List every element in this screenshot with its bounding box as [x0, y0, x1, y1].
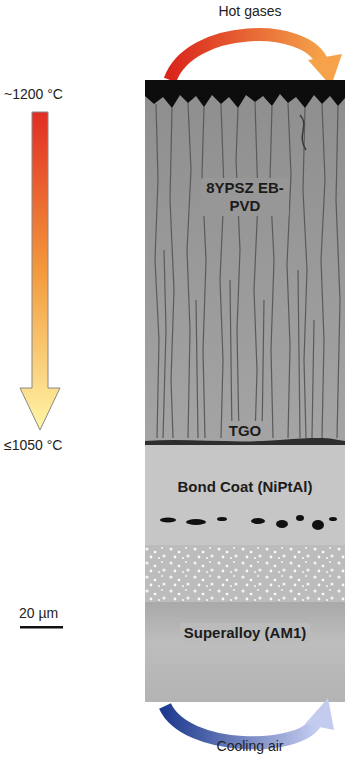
- coating-layer: 8YPSZ EB-PVD: [145, 100, 345, 422]
- flow-label: Hot gases: [218, 3, 281, 20]
- layer-label: Superalloy (AM1): [180, 623, 311, 643]
- temperature-label: ≤1050 °C: [4, 437, 62, 454]
- flow-label: Cooling air: [217, 738, 284, 755]
- coating-layer: Bond Coat (NiPtAl): [145, 447, 345, 507]
- temperature-label: ~1200 °C: [4, 86, 63, 103]
- coating-layer: Superalloy (AM1): [145, 603, 345, 700]
- scale-label: 20 µm: [19, 605, 58, 622]
- layer-label: TGO: [225, 421, 266, 441]
- coating-layer: TGO: [145, 421, 345, 440]
- layer-label: Bond Coat (NiPtAl): [174, 477, 317, 497]
- layer-label: 8YPSZ EB-PVD: [201, 178, 289, 216]
